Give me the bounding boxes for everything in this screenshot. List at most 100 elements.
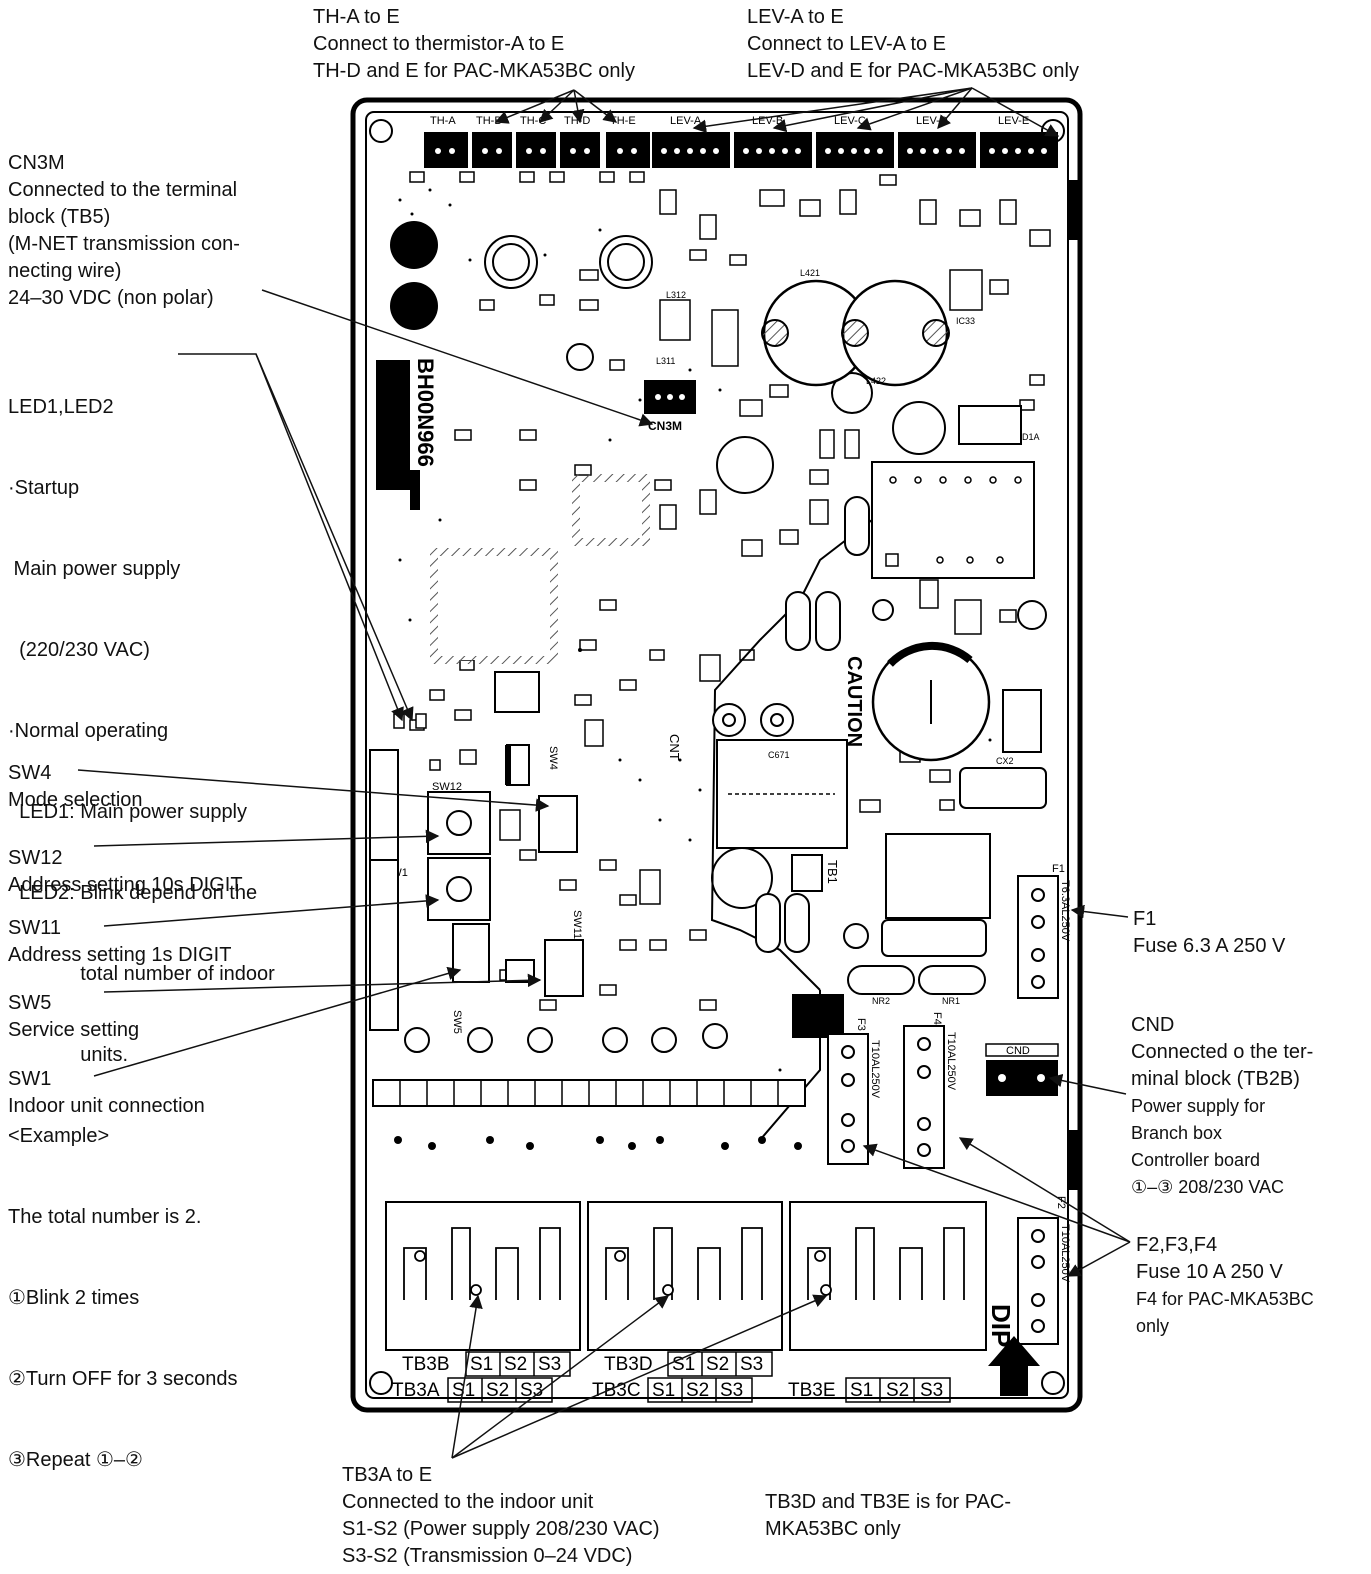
callout-lev-line: Connect to LEV-A to E (747, 33, 947, 55)
fuse-name-f4: F4 (931, 1012, 943, 1025)
tb3e-pin-s1: S1 (850, 1380, 873, 1401)
fuse-rating-f3: T10AL250V (869, 1040, 881, 1099)
callout-cn3m-line: Connected to the terminal (8, 179, 238, 201)
board-code: BH00N966 (413, 358, 438, 467)
tb3c-label: TB3C (592, 1380, 641, 1401)
tb3d-pin-s3: S3 (740, 1354, 763, 1375)
callout-f234-line: F4 for PAC-MKA53BC (1136, 1289, 1314, 1309)
leader-lines (77, 87, 1131, 1459)
l421-label: L421 (800, 268, 820, 278)
tb3c-pin-s2: S2 (686, 1380, 709, 1401)
callout-sw12-line: SW12 (8, 847, 63, 869)
fuse-name-f3: F3 (855, 1018, 867, 1031)
callout-sw11-line: SW11 (8, 917, 61, 939)
board-markings: CAUTION DIP TB1 CNT L421 L422 IC33 C671 … (656, 268, 1040, 1396)
callout-tb3de: TB3D and TB3E is for PAC- MKA53BC only (765, 1489, 1011, 1543)
callout-tb3-line: S1-S2 (Power supply 208/230 VAC) (342, 1518, 660, 1540)
callout-sw5-line: SW5 (8, 992, 52, 1014)
tb3a-pin-s1: S1 (452, 1380, 475, 1401)
callout-f234: F2,F3,F4 Fuse 10 A 250 V F4 for PAC-MKA5… (1136, 1232, 1314, 1340)
th-connector-row (424, 132, 650, 168)
board-code-strip: BH00N966 (376, 358, 438, 510)
callout-tb3de-line: TB3D and TB3E is for PAC- (765, 1491, 1012, 1513)
callout-sw5: SW5 Service setting (8, 990, 139, 1044)
callout-cnd-line: CND (1131, 1014, 1175, 1036)
callout-f234-line: only (1136, 1316, 1170, 1336)
callout-cnd-line: Controller board (1131, 1150, 1261, 1170)
callout-tb3-line: TB3A to E (342, 1464, 433, 1486)
callout-sw1-line: SW1 (8, 1068, 52, 1090)
terminal-housings (385, 1201, 987, 1351)
tb3c-pin-s3: S3 (720, 1380, 743, 1401)
tb3d-pin-s2: S2 (706, 1354, 729, 1375)
resistors-r671 (712, 703, 794, 737)
callout-cnd-line: minal block (TB2B) (1131, 1068, 1300, 1090)
terminal-slots (403, 1227, 965, 1300)
big-capacitor-c8 (871, 641, 991, 762)
lev-c-label: LEV-C (834, 115, 866, 127)
callout-cnd-line: Branch box (1131, 1123, 1223, 1143)
fuse-rating-f4: T10AL250V (945, 1032, 957, 1091)
c671-capacitor (716, 739, 848, 849)
callout-cn3m: CN3M Connected to the terminal block (TB… (8, 150, 240, 312)
callout-led-line: The total number is 2. (8, 1206, 202, 1228)
fuse-name-f1: F1 (1052, 863, 1065, 875)
callout-th-line: TH-A to E (313, 6, 400, 28)
fuse-rating-f2: T10AL250V (1059, 1224, 1071, 1283)
callout-sw4: SW4 Mode selection (8, 760, 143, 814)
callout-led-line: units. (8, 1044, 129, 1066)
cn3m-connector: CN3M (644, 380, 696, 433)
l311-label: L311 (656, 356, 675, 366)
th-a-label: TH-A (430, 115, 456, 127)
callout-lev-line: LEV-D and E for PAC-MKA53BC only (747, 60, 1079, 82)
callout-f234-line: F2,F3,F4 (1136, 1234, 1218, 1256)
th-c-label: TH-C (520, 115, 546, 127)
varistor-row (372, 1079, 806, 1150)
tb3e-pin-s2: S2 (886, 1380, 909, 1401)
terminal-screws (414, 1250, 832, 1296)
ics (430, 474, 650, 786)
tb3a-pin-s2: S2 (486, 1380, 509, 1401)
callout-tb3-line: S3-S2 (Transmission 0–24 VDC) (342, 1545, 633, 1567)
cnd-connector: CND (985, 1043, 1059, 1096)
lev-connector-row (652, 132, 1058, 168)
callout-led-line: ·Normal operating (8, 720, 169, 742)
lev-a-label: LEV-A (670, 115, 702, 127)
callout-f1-line: F1 (1133, 908, 1157, 930)
callout-led-line: total number of indoor (8, 963, 275, 985)
callout-sw12-line: Address setting 10s DIGIT (8, 874, 243, 896)
tb1-label: TB1 (825, 860, 840, 884)
black-square (792, 994, 844, 1038)
filter-section (791, 689, 1047, 995)
callout-th-line: TH-D and E for PAC-MKA53BC only (313, 60, 635, 82)
callout-cn3m-line: (M-NET transmission con- (8, 233, 240, 255)
black-cylinders (390, 221, 438, 330)
callout-led-line: <Example> (8, 1125, 110, 1147)
nr1-label: NR1 (942, 996, 960, 1006)
callout-led-line: ①Blink 2 times (8, 1287, 140, 1309)
c671-label: C671 (768, 750, 790, 760)
dip-arrow-icon (988, 1336, 1040, 1396)
callout-sw11: SW11 Address setting 1s DIGIT (8, 915, 231, 969)
callout-cn3m-line: necting wire) (8, 260, 122, 282)
sw4-board-label: SW4 (547, 746, 559, 770)
tb3b-label: TB3B (402, 1354, 450, 1375)
callout-f1-line: Fuse 6.3 A 250 V (1133, 935, 1286, 957)
sw5-board-label: SW5 (451, 1010, 463, 1034)
callout-led-line: ·Startup (8, 477, 80, 499)
cy-capacitors (755, 496, 870, 953)
callout-led-line: ③Repeat ①–② (8, 1449, 143, 1471)
ic33-label: IC33 (956, 316, 975, 326)
callout-sw4-line: SW4 (8, 762, 52, 784)
callout-tb3: TB3A to E Connected to the indoor unit S… (342, 1462, 660, 1570)
caution-label: CAUTION (843, 656, 865, 747)
sw11-board-label: SW11 (571, 910, 583, 939)
relay-block: D1A (871, 405, 1040, 579)
callout-led-line: Main power supply (8, 558, 181, 580)
tb3b-pin-s3: S3 (538, 1354, 561, 1375)
callout-led-line: ②Turn OFF for 3 seconds (8, 1368, 238, 1390)
callout-cnd-line: ①–③ 208/230 VAC (1131, 1177, 1285, 1197)
th-d-label: TH-D (564, 115, 590, 127)
tb3a-label: TB3A (392, 1380, 440, 1401)
